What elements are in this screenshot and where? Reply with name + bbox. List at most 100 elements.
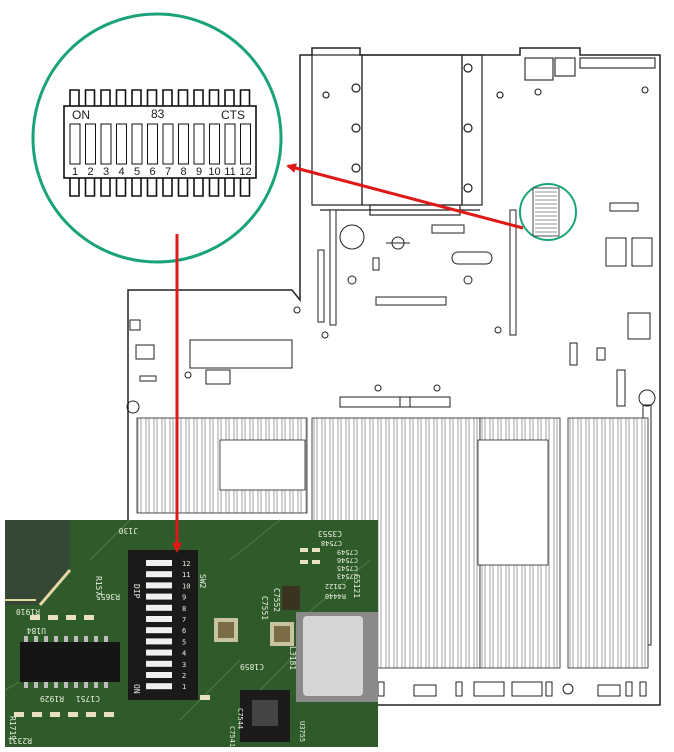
dip-actuator (193, 123, 205, 165)
center-components (321, 224, 502, 339)
dip-pin-bottom (69, 178, 80, 197)
pcb-switch-number: 3 (182, 661, 186, 669)
dip-pin-top (193, 89, 204, 106)
dip-pin-bottom (193, 178, 204, 197)
dip-actuator (147, 123, 158, 165)
dip-on-label: ON (72, 108, 90, 122)
dip-pin-bottom (84, 178, 96, 197)
processor-heatsink-brackets (339, 384, 451, 408)
dip-pin-bottom (162, 178, 173, 197)
dip-actuator (209, 123, 220, 165)
dip-switch-number: 4 (118, 166, 124, 178)
left-side-components (126, 306, 301, 414)
dip-pin-bottom (208, 178, 220, 197)
pcb-dip-actuator (146, 638, 172, 645)
pcb-dip-actuator (146, 683, 172, 690)
pcb-switch-number: 8 (182, 605, 186, 613)
pcb-label-U3755: U3755 (298, 721, 306, 742)
pcb-label-C7552: C7552 (272, 588, 281, 612)
pcb-label-J130: J130 (119, 526, 138, 535)
dip-switch-number: 9 (196, 166, 202, 178)
pcb-switch-number: 1 (182, 683, 186, 691)
dip-actuator (116, 123, 127, 165)
pcb-dip-actuator (146, 672, 172, 678)
dip-actuator (240, 123, 251, 165)
pcb-label-C7544: C7544 (236, 708, 244, 729)
dip-pin-bottom (146, 178, 158, 197)
dip-pin-bottom (100, 178, 111, 197)
pcb-label-C7546: C7546 (337, 556, 358, 564)
system-board (127, 47, 661, 706)
dip-cts-label: CTS (221, 108, 245, 122)
pcb-label-C7545: C7545 (337, 564, 358, 572)
pcb-label-C7548: C7548 (321, 539, 342, 547)
pcb-label-C5121: C5121 (352, 574, 361, 598)
pcb-label-R4440: R4440 (325, 592, 346, 600)
dip-pin-bottom (224, 178, 235, 197)
dip-switch-number: 8 (180, 166, 186, 178)
pcb-label-C1859: C1859 (240, 662, 264, 671)
pcb-photo: J130 R157 R3655 R1910 U184 C3553 C7548 C… (4, 519, 378, 747)
pointer-arrows (172, 163, 524, 553)
riser-cage (311, 54, 504, 216)
pcb-dip-actuator (146, 560, 172, 566)
pcb-dip-actuator (146, 593, 172, 600)
dip-pin-bottom (177, 178, 189, 197)
pcb-switch-number: 7 (182, 616, 186, 624)
dip-switch-number: 5 (134, 166, 140, 178)
dip-pin-bottom (131, 178, 142, 197)
dimm-area-left (136, 417, 308, 514)
dip-switch-number: 3 (103, 166, 109, 178)
pcb-label-C5122: C5122 (325, 582, 346, 590)
dip-pin-top (84, 89, 96, 106)
pcb-label-U184: U184 (27, 626, 46, 635)
pcb-label-C3553: C3553 (318, 529, 342, 538)
pcb-dip-actuator (146, 571, 172, 578)
dimm-area-right (567, 417, 649, 669)
pcb-label-C7543: C7543 (337, 572, 358, 580)
pcb-switch-number: 9 (182, 594, 186, 602)
dip-switch-number: 11 (224, 166, 235, 178)
dip-actuator (85, 123, 96, 165)
dip-pin-top (224, 89, 235, 106)
pcie-slots (317, 209, 517, 336)
dip-pin-bottom (115, 178, 127, 197)
rear-io-connectors (524, 57, 656, 96)
dip-pin-top (100, 89, 111, 106)
pcb-switch-number: 4 (182, 650, 186, 658)
dip-actuator (131, 123, 143, 165)
pcb-label-R157: R157 (94, 576, 103, 595)
pcb-label-R2331: R2331 (8, 736, 32, 745)
pcb-label-R1910: R1910 (16, 607, 40, 616)
bottom-connectors (377, 681, 647, 697)
pcb-switch-number: 2 (182, 672, 186, 680)
dimm-area-center (311, 417, 561, 669)
pcb-switch-number: 11 (182, 571, 190, 579)
dip-pin-bottom (239, 178, 251, 197)
dip-actuator (100, 123, 112, 165)
arrow-to-callout (286, 163, 524, 230)
dip-pin-top (131, 89, 142, 106)
dip-switch-number: 2 (87, 166, 93, 178)
dip-switch-number: 10 (208, 166, 220, 178)
pcb-dip-actuator (146, 604, 172, 611)
pcb-label-C1751: C1751 (76, 694, 100, 703)
pcb-dip-actuator (146, 616, 172, 622)
dip-actuator (162, 123, 174, 165)
dip-pin-top (69, 89, 80, 106)
pcb-switch-number: 12 (182, 560, 190, 568)
pcb-label-C7549: C7549 (337, 548, 358, 556)
pcb-switch-number: 10 (182, 582, 190, 590)
pcb-switch-number: 6 (182, 627, 186, 635)
pcb-dip-actuator (146, 582, 172, 589)
pcb-label-ON: ON (132, 684, 141, 694)
pcb-switch-number: 5 (182, 638, 186, 646)
pcb-dip-actuator (146, 649, 172, 656)
dip-pin-top (146, 89, 158, 106)
pcb-label-R1719: R1719 (8, 716, 17, 740)
pcb-label-R3655: R3655 (96, 592, 120, 601)
dip-pin-top (115, 89, 127, 106)
dip-switch-number: 6 (149, 166, 155, 178)
